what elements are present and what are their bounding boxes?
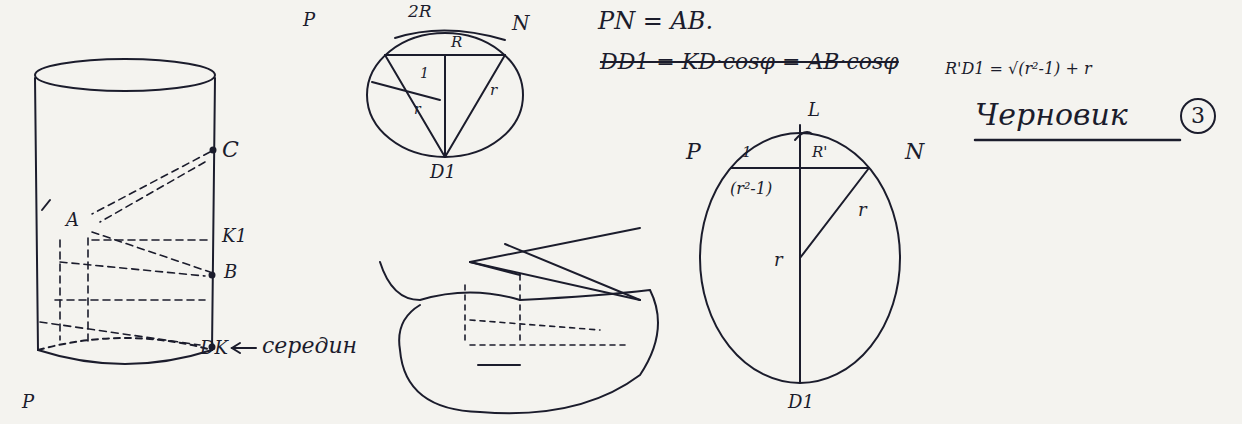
cylinder-bottom [38, 350, 212, 364]
sketch-line [505, 244, 640, 300]
radius-line [372, 82, 440, 100]
point-label: N [905, 140, 924, 164]
point-label: D1 [430, 162, 456, 182]
length-label: r [490, 82, 497, 99]
formula: R'D1 = √(r²-1) + r [945, 60, 1092, 78]
note-text: середин [262, 334, 357, 358]
cylinder-bottom-hidden [38, 338, 212, 350]
construction-lines [40, 152, 210, 345]
point-label: C [222, 138, 239, 162]
point-label: P [686, 140, 701, 164]
point [211, 148, 216, 153]
arc-mark [795, 132, 812, 140]
cylinder-side [35, 78, 38, 350]
tick [42, 200, 50, 210]
point-label: B [224, 262, 237, 282]
length-label: 1 [742, 144, 752, 161]
callout-number: 3 [1191, 104, 1205, 128]
radius-line [445, 55, 505, 157]
number-circle [1181, 99, 1215, 133]
section-circle [367, 33, 523, 157]
point-label: P [303, 10, 315, 30]
sketch-line [478, 364, 520, 366]
point-label: A [66, 210, 79, 230]
arrow-head [232, 343, 240, 353]
cylinder-top [35, 59, 215, 91]
length-label: r [414, 102, 421, 117]
length-label: r [858, 200, 867, 220]
radius-line [800, 168, 869, 258]
point [210, 273, 215, 278]
length-label: r [774, 250, 783, 270]
length-label: 1 [420, 66, 429, 81]
sketch-hidden-lines [465, 275, 630, 345]
diameter [799, 125, 801, 383]
sketch-line [470, 262, 640, 300]
radius-line [385, 55, 445, 157]
length-label: R' [812, 144, 827, 161]
formula: PN = AB. [598, 8, 713, 34]
crossed-formula: DD1 = KD·cosφ = AB·cosφ [600, 50, 899, 74]
point-label: L [808, 100, 820, 120]
point-label: D1 [788, 392, 814, 412]
underline [975, 139, 1180, 142]
length-label: R [451, 34, 462, 51]
point-label: P [22, 392, 34, 412]
sketch-line [470, 262, 520, 275]
length-label: 2R [408, 2, 432, 21]
sketch-line [470, 228, 640, 262]
pointer-arrow [232, 347, 256, 349]
cylinder-side [212, 78, 215, 350]
length-label: (r²-1) [730, 180, 772, 198]
point-label: K1 [222, 226, 247, 246]
point-label: DK [200, 338, 228, 358]
point-label: N [512, 12, 530, 34]
draft-title: Черновик [975, 98, 1128, 131]
radius-line [444, 56, 446, 157]
rough-outline [380, 262, 658, 413]
arc-mark [395, 30, 505, 40]
